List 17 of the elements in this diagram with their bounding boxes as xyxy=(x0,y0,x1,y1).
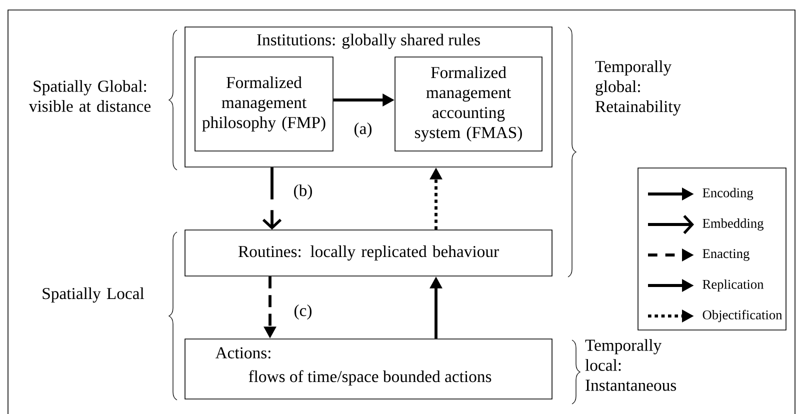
legend-text: Replication xyxy=(702,279,764,292)
legend-text: Objectification xyxy=(702,310,782,322)
edge-label: (c) xyxy=(292,303,314,321)
process-box: Routines: locally replicated behaviour xyxy=(184,230,552,276)
arrow xyxy=(262,167,282,230)
process-box: Formalized management philosophy (FMP) xyxy=(194,56,334,152)
side-label: Spatially Global: visible at distance xyxy=(28,80,151,112)
edge-label: (a) xyxy=(352,121,374,139)
legend-text: Embedding xyxy=(702,218,764,231)
legend-text: Encoding xyxy=(702,188,754,200)
side-label: Spatially Local xyxy=(42,287,144,303)
side-label: Temporally local: Instantaneous xyxy=(585,339,676,391)
edge-label: (b) xyxy=(292,183,314,201)
side-label: Temporally global: Retainability xyxy=(595,60,682,116)
legend-text: Enacting xyxy=(702,249,750,261)
process-box: Formalized management accounting system (FMAS) xyxy=(394,56,542,152)
process-box: Actions: flows of time/space bounded actions xyxy=(184,338,552,400)
